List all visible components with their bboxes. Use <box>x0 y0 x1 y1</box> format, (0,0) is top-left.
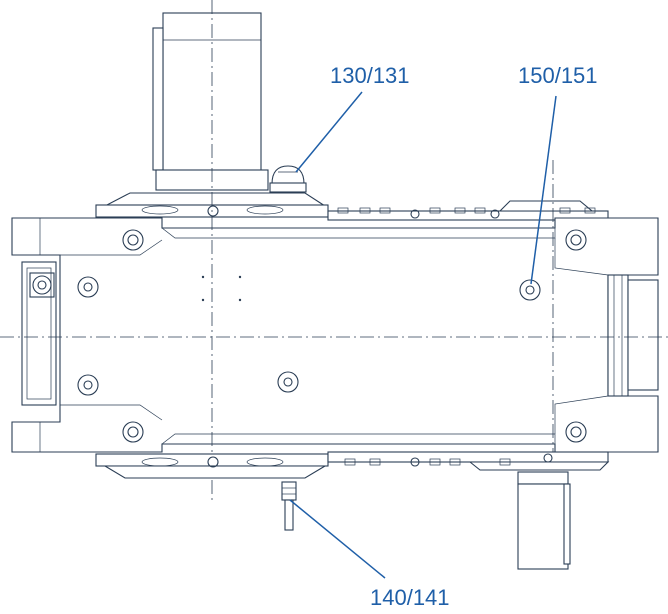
leader-140 <box>289 499 386 579</box>
callout-130-131: 130/131 <box>330 63 410 88</box>
leader-lines <box>289 91 557 579</box>
callout-150-151: 150/151 <box>518 63 598 88</box>
top-motor <box>152 12 269 191</box>
bottom-motor <box>517 471 571 570</box>
leader-150 <box>530 95 557 285</box>
connector-140 <box>281 481 297 531</box>
callout-140-141: 140/141 <box>370 585 450 610</box>
mounting-holes <box>29 229 587 443</box>
leader-130 <box>295 91 363 173</box>
reference-dots <box>201 275 242 302</box>
main-body <box>11 217 659 453</box>
bottom-flange <box>95 451 610 479</box>
top-bolt-strip <box>327 200 609 221</box>
knob-130 <box>269 165 307 193</box>
